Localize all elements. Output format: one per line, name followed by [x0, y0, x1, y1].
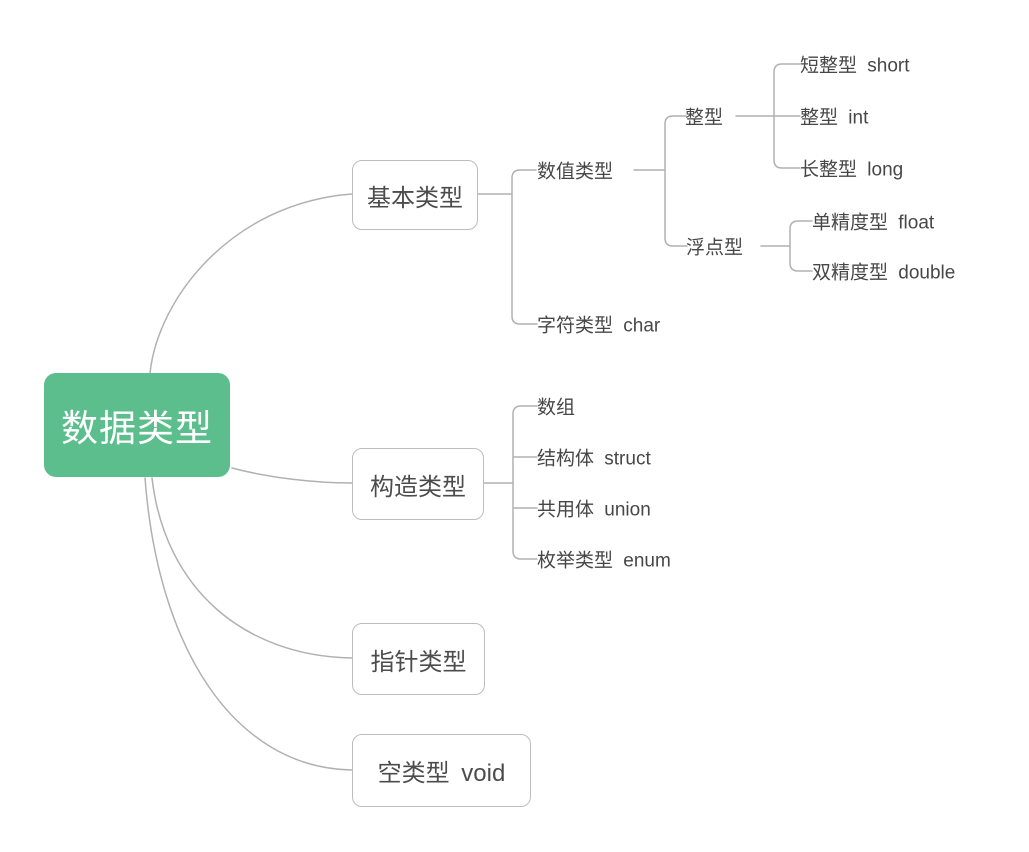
edge-numeric-children — [633, 115, 688, 247]
leaf-union[interactable]: 共用体 union — [537, 499, 651, 521]
leaf-char-type[interactable]: 字符类型 char — [537, 315, 661, 337]
leaf-array[interactable]: 数组 — [537, 397, 576, 419]
branch-construct-type[interactable]: 构造类型 — [352, 448, 484, 520]
leaf-int[interactable]: 整型 int — [800, 107, 869, 129]
edge-root-pointer — [151, 477, 353, 659]
edge-root-basic — [149, 193, 353, 374]
node-numeric-type[interactable]: 数值类型 — [537, 161, 614, 183]
leaf-enum[interactable]: 枚举类型 enum — [537, 550, 671, 572]
edge-construct-children — [481, 405, 538, 560]
branch-basic-type[interactable]: 基本类型 — [352, 160, 478, 230]
leaf-float[interactable]: 单精度型 float — [812, 212, 935, 234]
branch-void-type[interactable]: 空类型 void — [352, 734, 531, 807]
root-node[interactable]: 数据类型 — [44, 373, 230, 477]
branch-pointer-type[interactable]: 指针类型 — [352, 623, 485, 695]
edge-root-void — [144, 477, 353, 771]
leaf-short[interactable]: 短整型 short — [800, 55, 910, 77]
edge-integer-children — [735, 63, 801, 169]
node-integer-group[interactable]: 整型 — [685, 107, 724, 129]
leaf-long[interactable]: 长整型 long — [800, 159, 904, 181]
node-float-group[interactable]: 浮点型 — [686, 237, 744, 259]
leaf-struct[interactable]: 结构体 struct — [537, 448, 651, 470]
edge-float-children — [760, 220, 813, 272]
leaf-double[interactable]: 双精度型 double — [812, 262, 956, 284]
edge-root-construct — [231, 467, 353, 484]
edge-basic-children — [475, 169, 538, 325]
